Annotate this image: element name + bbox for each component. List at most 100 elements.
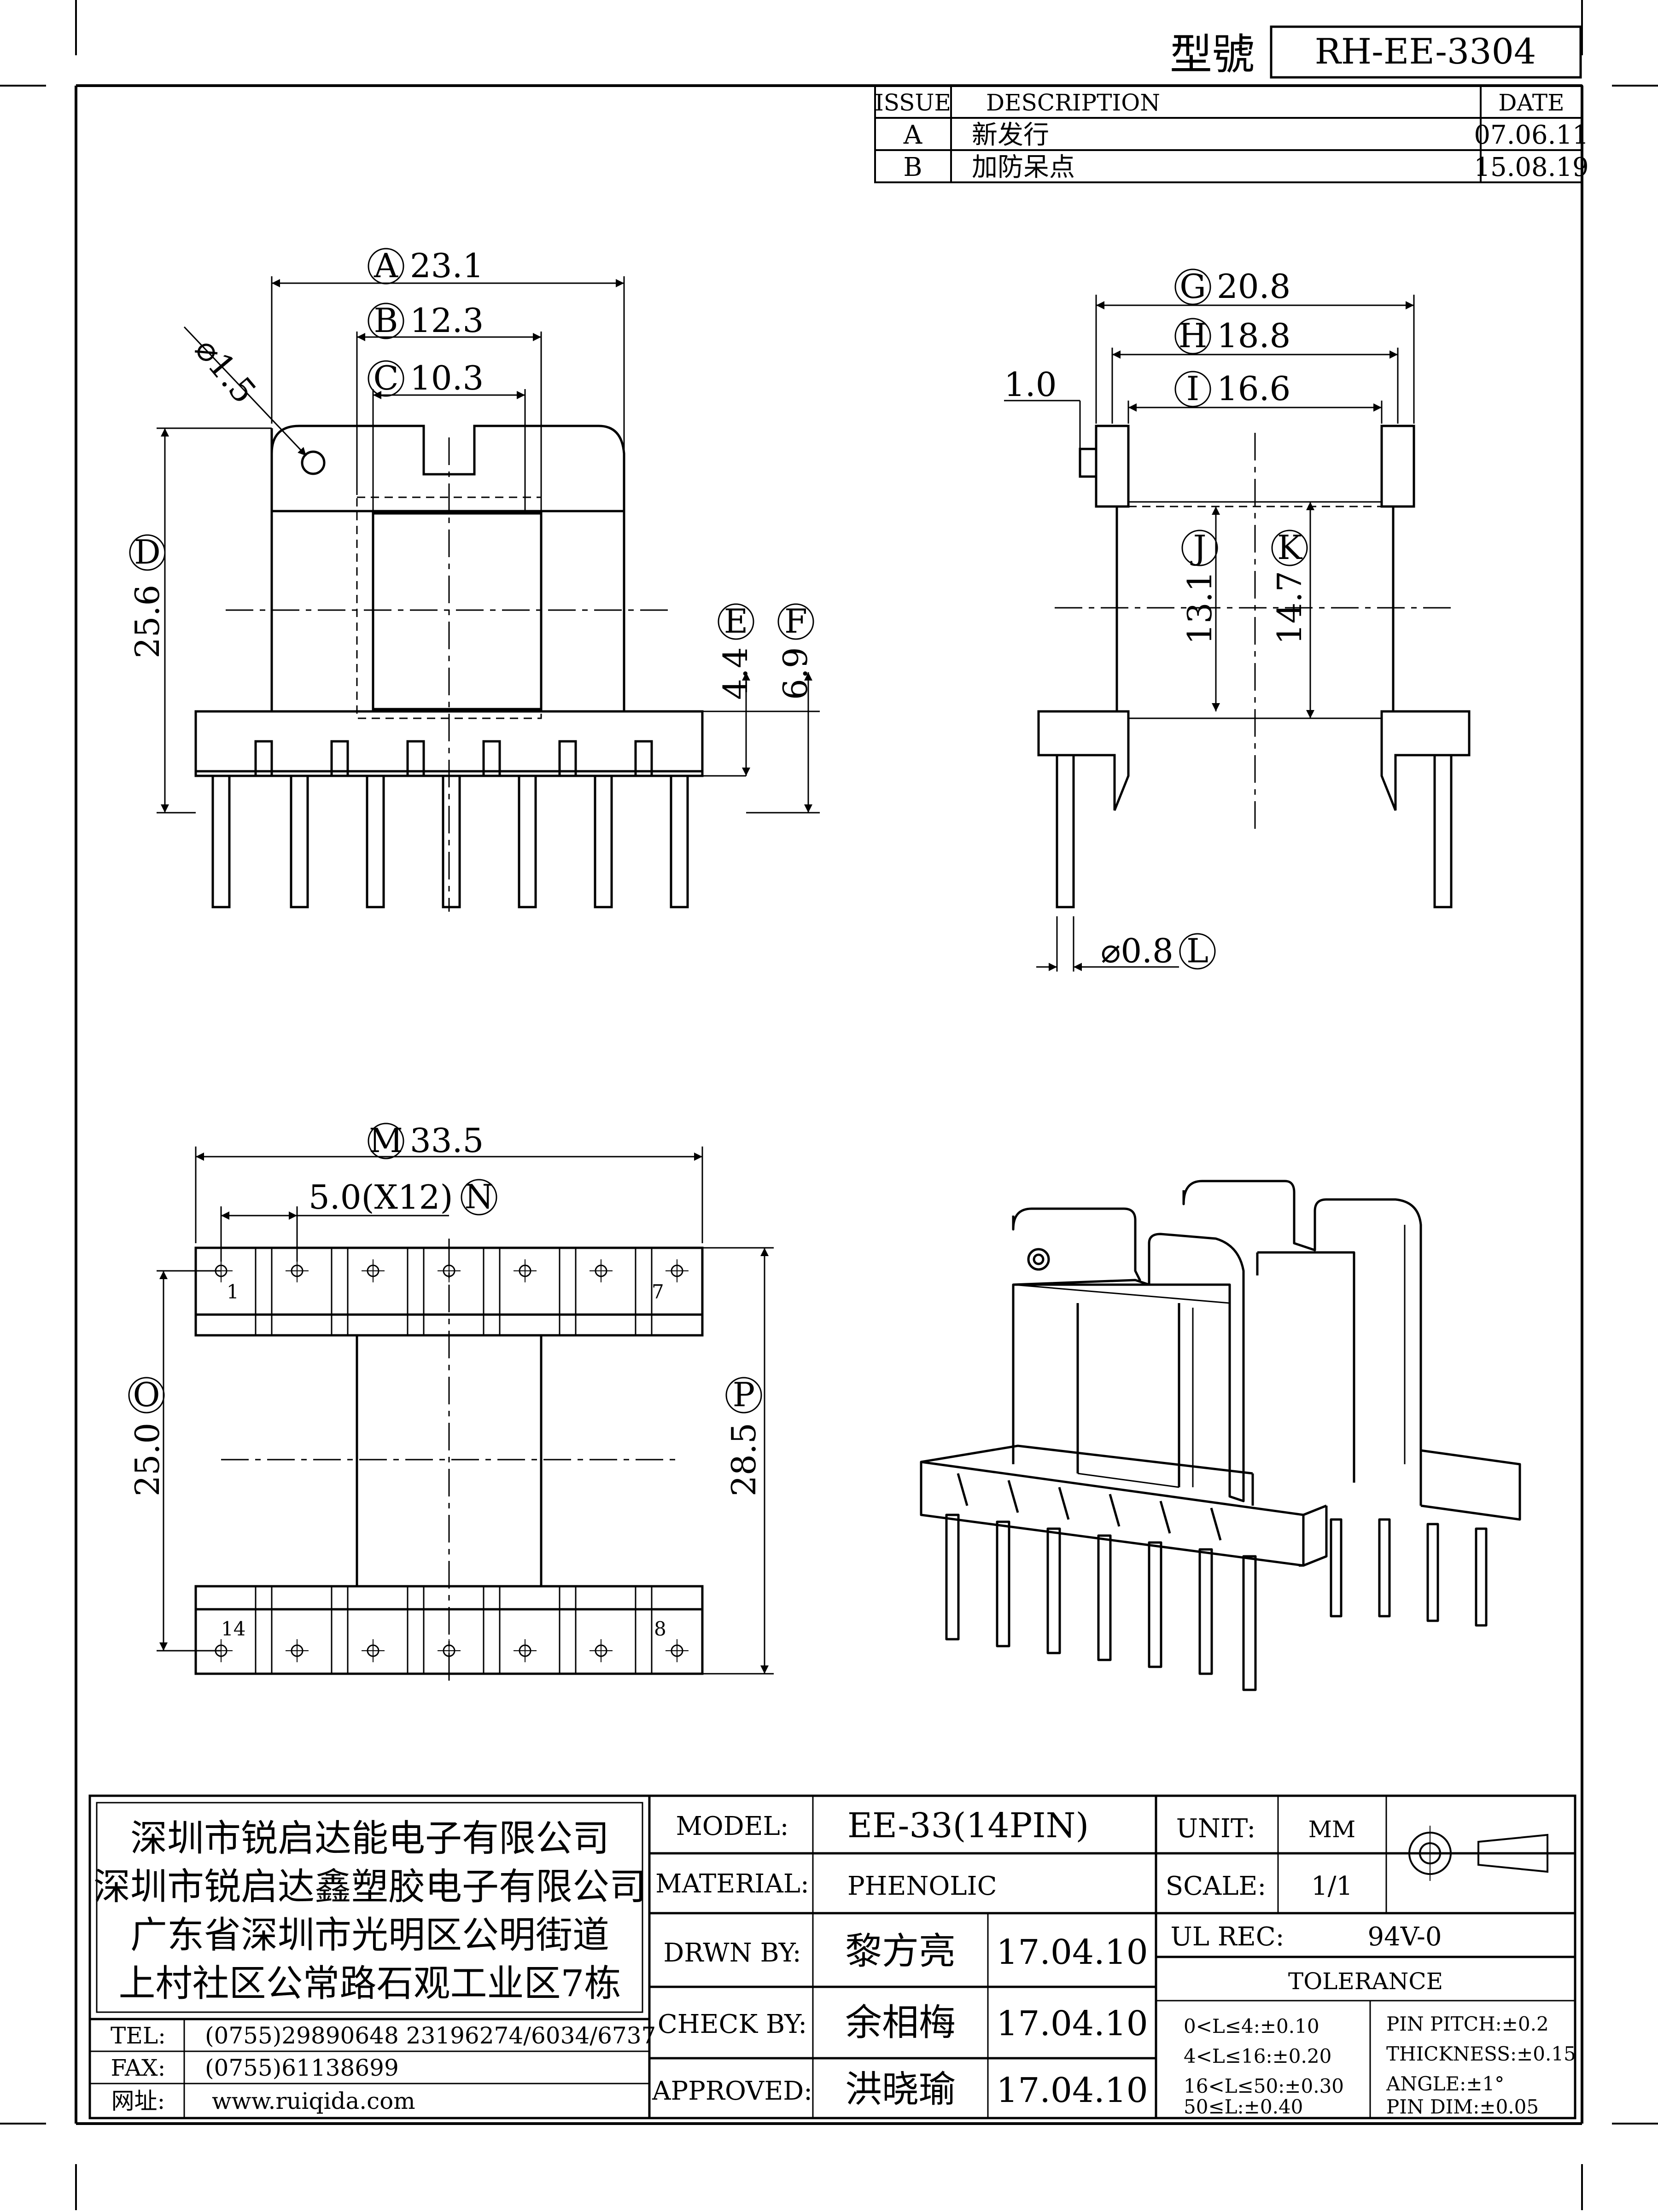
front-pins	[211, 774, 689, 908]
pin-label-8: 8	[654, 1618, 666, 1640]
drawn-by-name: 黎方亮	[845, 1930, 956, 1973]
dimension-letter-F-circle	[777, 603, 814, 640]
model-value: EE-33(14PIN)	[847, 1806, 1089, 1845]
company-line: 上村社区公常路石观工业区7栋	[119, 1962, 621, 2005]
scale-label: SCALE:	[1166, 1871, 1267, 1901]
model-number-label: 型號	[1170, 30, 1255, 79]
drawn-by-label: DRWN BY:	[663, 1938, 801, 1968]
dimension-value-I: 16.6	[1217, 369, 1290, 408]
revision-header-description: DESCRIPTION	[986, 89, 1160, 116]
dimension-value-P: 28.5	[724, 1423, 763, 1496]
projection-symbol	[1402, 1826, 1557, 1881]
dimension-letter-K-circle	[1271, 530, 1308, 566]
fax-value: (0755)61138699	[205, 2055, 399, 2081]
web-value: www.ruiqida.com	[212, 2088, 415, 2114]
pin-label-7: 7	[652, 1281, 664, 1303]
dimension-letter-P-circle	[725, 1377, 762, 1414]
spec-info: MODEL: EE-33(14PIN) MATERIAL: PHENOLIC U…	[655, 1806, 1576, 2118]
dimension-letter-E-circle	[718, 603, 754, 640]
dimension-letter-L-circle	[1179, 933, 1216, 970]
dimension-letter-I-circle	[1174, 371, 1211, 407]
dimension-letter-M-circle	[368, 1123, 404, 1159]
revision-row-description: 加防呆点	[972, 152, 1075, 182]
dimension-value-L: ⌀0.8	[1101, 931, 1173, 970]
checked-by-name: 余相梅	[845, 2001, 956, 2044]
revision-header-date: DATE	[1498, 89, 1564, 116]
ul-value: 94V-0	[1367, 1922, 1442, 1952]
dimension-letter-B-circle	[368, 303, 404, 339]
dimension-value-H: 18.8	[1217, 316, 1290, 355]
dimension-letter-D-circle	[129, 534, 166, 571]
revision-row-date: 15.08.19	[1474, 152, 1588, 182]
approved-by-label: APPROVED:	[652, 2076, 812, 2106]
approved-by-name: 洪晓瑜	[845, 2068, 956, 2111]
dimension-value-A: 23.1	[410, 246, 484, 285]
tolerance-left: 0<L≤4:±0.10	[1184, 2015, 1319, 2037]
revision-table	[874, 85, 1583, 183]
dimension-letter-J: J	[1190, 528, 1207, 567]
pin-label-14: 14	[221, 1618, 245, 1640]
company-info: 深圳市锐启达能电子有限公司 深圳市锐启达鑫塑胶电子有限公司 广东省深圳市光明区公…	[93, 1817, 656, 2114]
material-value: PHENOLIC	[847, 1871, 997, 1901]
dimension-letter-I: I	[1186, 369, 1199, 408]
model-number-box: 型號 RH-EE-3304	[1170, 25, 1582, 79]
dimension-value-J: 13.1	[1180, 571, 1219, 645]
dimension-letter-A: A	[374, 246, 398, 285]
dimension-letter-H-circle	[1174, 318, 1211, 355]
checked-by-label: CHECK BY:	[658, 2009, 807, 2039]
dimension-letter-N-circle	[461, 1179, 497, 1216]
dimension-letter-B: B	[374, 301, 398, 340]
front-view	[194, 425, 704, 908]
dimension-letter-H: H	[1179, 316, 1208, 355]
revision-row-description: 新发行	[972, 120, 1049, 150]
dimension-value-G: 20.8	[1217, 267, 1290, 306]
dimension-letter-C: C	[373, 359, 398, 397]
dimension-letter-K: K	[1277, 528, 1302, 567]
tolerance-left: 16<L≤50:±0.30	[1184, 2075, 1344, 2097]
bottom-dimension-lines	[157, 1147, 774, 1675]
revision-row-issue: B	[903, 152, 922, 182]
dimension-letter-G-circle	[1174, 268, 1211, 305]
tolerance-left: 4<L≤16:±0.20	[1184, 2045, 1331, 2067]
dimension-value-K: 14.7	[1270, 571, 1309, 645]
dimension-letter-P: P	[733, 1375, 755, 1414]
dimension-letter-D: D	[134, 533, 161, 571]
company-line: 广东省深圳市光明区公明街道	[130, 1914, 609, 1956]
front-centerlines	[226, 437, 670, 912]
dimension-letter-M: M	[369, 1121, 403, 1160]
approved-by-date: 17.04.10	[996, 2071, 1148, 2110]
dimension-value-F: 6.9	[776, 647, 815, 700]
fax-label: FAX:	[111, 2055, 166, 2081]
side-view	[1037, 425, 1471, 908]
company-line: 深圳市锐启达能电子有限公司	[130, 1817, 609, 1860]
tolerance-right: ANGLE:±1°	[1386, 2072, 1504, 2095]
bottom-centerlines	[221, 1239, 677, 1681]
isometric-view	[920, 1180, 1521, 1691]
side-centerlines	[1055, 433, 1455, 829]
model-label: MODEL:	[676, 1811, 788, 1841]
flange-thickness-label: 1.0	[1004, 365, 1057, 404]
tolerance-label: TOLERANCE	[1288, 1968, 1443, 1995]
dimension-letter-C-circle	[368, 360, 404, 397]
tel-label: TEL:	[111, 2022, 166, 2049]
unit-value: MM	[1308, 1816, 1355, 1843]
ul-label: UL REC:	[1171, 1922, 1284, 1952]
side-dimension-lines	[1004, 295, 1415, 972]
dimension-value-E: 4.4	[716, 647, 755, 700]
dimension-value-N: 5.0(X12)	[309, 1178, 453, 1217]
web-label: 网址:	[111, 2088, 165, 2114]
dimension-value-M: 33.5	[410, 1121, 484, 1160]
approvals: DRWN BY: 黎方亮 17.04.10 CHECK BY: 余相梅 17.0…	[652, 1930, 1148, 2111]
dimension-letter-A-circle	[368, 248, 404, 285]
dimension-value-B: 12.3	[410, 301, 484, 340]
dimension-letter-O: O	[133, 1375, 160, 1414]
company-line: 深圳市锐启达鑫塑胶电子有限公司	[93, 1865, 646, 1908]
tolerance-right: PIN DIM:±0.05	[1386, 2096, 1539, 2118]
drawn-by-date: 17.04.10	[996, 1933, 1148, 1972]
isometric-front-pins	[945, 1513, 1257, 1691]
pin-label-1: 1	[227, 1281, 239, 1303]
dimension-letter-L: L	[1186, 931, 1208, 970]
